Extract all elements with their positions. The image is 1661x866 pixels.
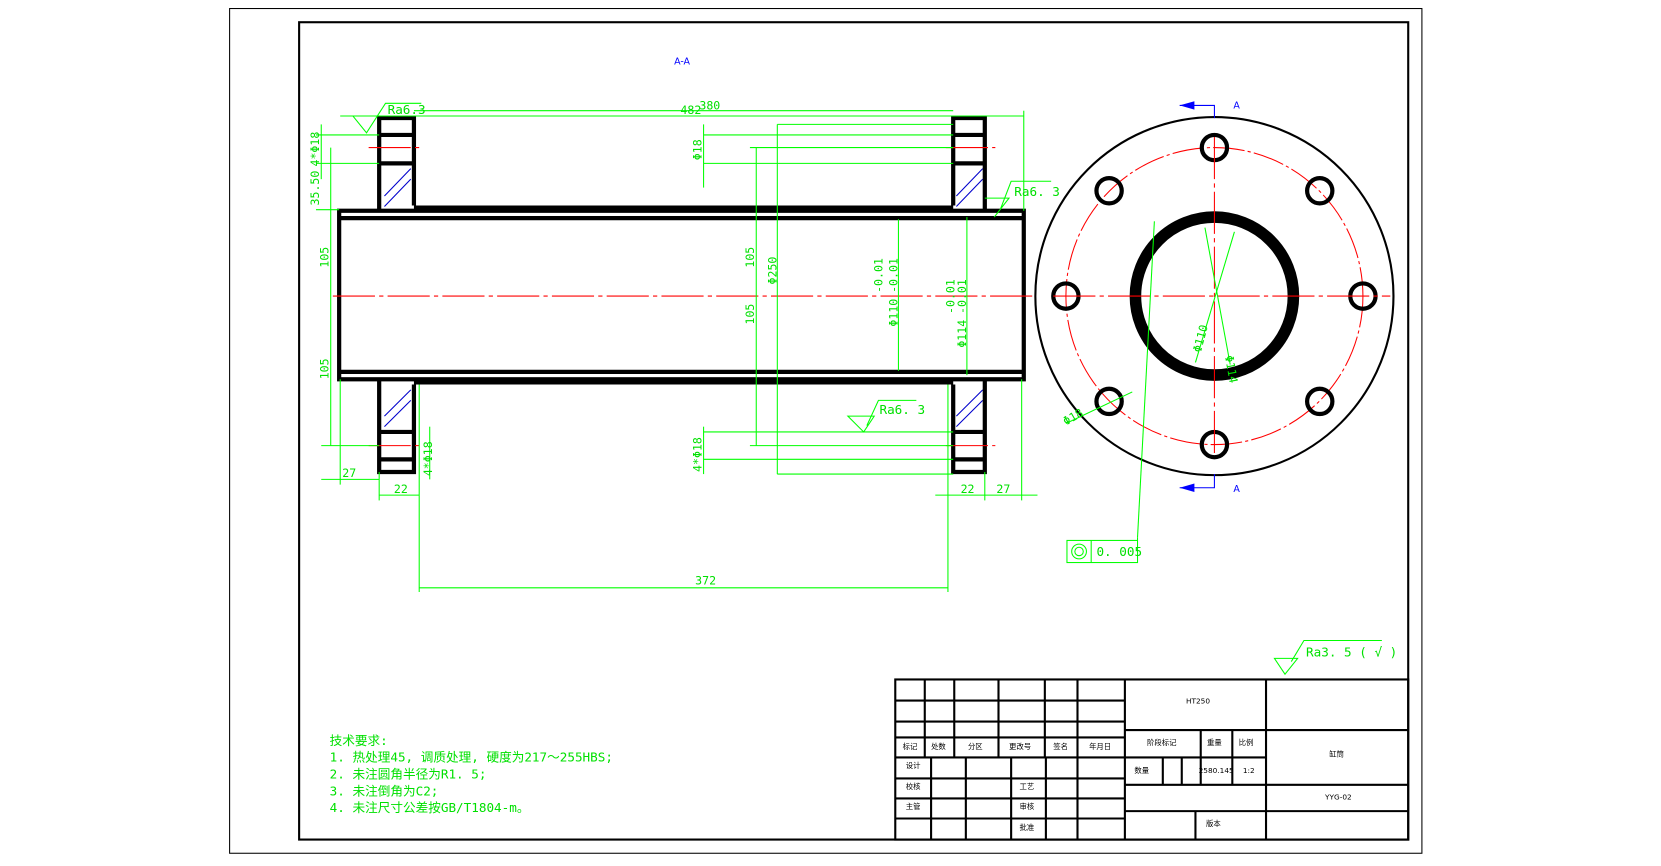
dimensions: 482 380 4*Φ18 35.50 105 105 Φ18 105 105 … [308,99,1038,593]
svg-text:Ra6.3: Ra6.3 [388,102,426,117]
svg-text:0. 005: 0. 005 [1096,544,1142,559]
svg-text:更改号: 更改号 [1009,742,1031,751]
svg-text:22: 22 [961,482,975,496]
svg-text:HT250: HT250 [1186,697,1210,706]
svg-text:Ra6. 3: Ra6. 3 [1014,184,1060,199]
svg-text:处数: 处数 [931,742,946,751]
svg-text:22: 22 [394,482,408,496]
concentricity-frame: 0. 005 [1066,537,1142,564]
tech-requirements: 技术要求: 1. 热处理45, 调质处理, 硬度为217～255HBS; 2. … [330,733,613,815]
svg-text:Ra3. 5 ( √ ): Ra3. 5 ( √ ) [1306,644,1397,659]
svg-text:A: A [1233,484,1240,495]
svg-text:105: 105 [318,247,332,268]
svg-text:缸筒: 缸筒 [1329,749,1344,758]
svg-text:技术要求:: 技术要求: [330,733,388,748]
svg-text:阶段标记: 阶段标记 [1147,738,1177,747]
svg-text:批准: 批准 [1020,823,1035,832]
roughness-general: Ra3. 5 ( √ ) [1273,639,1397,676]
svg-text:4*Φ18: 4*Φ18 [421,441,435,476]
svg-text:105: 105 [743,247,757,268]
svg-text:2. 未注圆角半径为R1. 5;: 2. 未注圆角半径为R1. 5; [330,766,487,781]
svg-text:-0.01: -0.01 [886,258,900,293]
svg-text:3. 未注倒角为C2;: 3. 未注倒角为C2; [330,783,439,798]
svg-text:工艺: 工艺 [1020,782,1035,791]
svg-text:Ra6. 3: Ra6. 3 [879,402,925,417]
svg-text:Φ110: Φ110 [1190,323,1211,354]
roughness-right-face: Ra6. 3 [984,180,1060,218]
svg-text:分区: 分区 [968,742,983,751]
section-view [332,115,1033,475]
svg-text:重量: 重量 [1207,738,1222,747]
svg-text:27: 27 [996,482,1010,496]
svg-text:设计: 设计 [906,761,921,770]
svg-text:4. 未注尺寸公差按GB/T1804-m。: 4. 未注尺寸公差按GB/T1804-m。 [330,800,530,815]
left-flange-bottom [377,379,417,475]
svg-text:35.50: 35.50 [308,171,322,206]
svg-text:Φ250: Φ250 [765,257,779,285]
concentricity-icon [1071,543,1087,560]
svg-text:4*Φ18: 4*Φ18 [308,132,322,167]
svg-text:Φ114: Φ114 [955,320,969,348]
svg-text:YYG-02: YYG-02 [1324,793,1352,802]
svg-text:-0.01: -0.01 [943,279,957,314]
view-title: A-A [674,56,690,67]
end-view: A A Φ110 Φ114 Φ18 [1034,101,1395,538]
svg-text:372: 372 [695,574,716,588]
roughness-bottom: Ra6. 3 [846,399,925,433]
svg-text:Φ110: Φ110 [886,299,900,327]
svg-text:数量: 数量 [1134,766,1149,775]
svg-text:105: 105 [318,358,332,379]
svg-text:审核: 审核 [1020,802,1035,811]
svg-text:校核: 校核 [906,782,921,791]
bolt-holes-section [379,132,985,462]
svg-text:482: 482 [680,103,701,117]
hatching [384,168,984,428]
svg-text:比例: 比例 [1239,738,1254,747]
svg-text:版本: 版本 [1206,819,1221,828]
svg-text:-0.01: -0.01 [955,279,969,314]
svg-text:Φ18: Φ18 [1060,406,1085,429]
svg-text:27: 27 [342,466,356,480]
svg-text:Φ18: Φ18 [690,139,704,160]
tube-outer [337,208,1026,382]
svg-text:签名: 签名 [1053,742,1068,751]
inner-frame [298,21,1410,841]
svg-text:1. 热处理45, 调质处理, 硬度为217～255HBS;: 1. 热处理45, 调质处理, 硬度为217～255HBS; [330,750,613,765]
svg-text:年月日: 年月日 [1089,742,1111,751]
title-block: 标记 处数 分区 更改号 签名 年月日 设计 校核 主管 工艺 审核 批准 HT… [894,678,1410,841]
roughness-flange-face: Ra6.3 [347,102,426,134]
svg-text:4*Φ18: 4*Φ18 [690,437,704,472]
svg-text:2580.145: 2580.145 [1199,766,1234,775]
svg-text:A: A [1233,101,1240,112]
right-flange-bottom [951,379,987,475]
svg-text:标记: 标记 [903,742,918,751]
outer-frame [229,8,1423,854]
svg-text:1:2: 1:2 [1243,766,1255,775]
svg-text:-0.01: -0.01 [872,258,886,293]
svg-text:主管: 主管 [906,802,921,811]
svg-text:380: 380 [699,99,720,113]
svg-text:Φ114: Φ114 [1222,354,1241,384]
svg-text:105: 105 [743,304,757,325]
